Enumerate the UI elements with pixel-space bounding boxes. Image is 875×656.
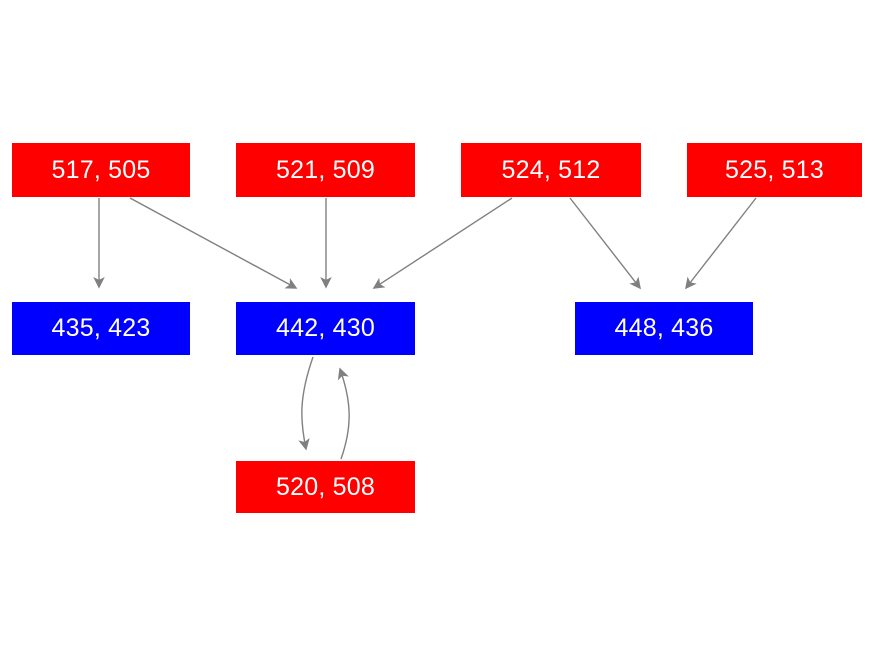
edge-517-to-442	[129, 197, 298, 289]
node-label: 520, 508	[276, 472, 375, 501]
edge-525-to-448	[685, 197, 757, 290]
node-label: 517, 505	[51, 155, 151, 184]
edge-524-to-448	[569, 197, 641, 290]
node-520-508[interactable]: 520, 508	[236, 461, 415, 513]
node-442-430[interactable]: 442, 430	[236, 302, 415, 355]
node-448-436[interactable]: 448, 436	[575, 302, 753, 355]
node-label: 448, 436	[614, 314, 714, 342]
node-435-423[interactable]: 435, 423	[12, 302, 190, 355]
edge-524-to-442	[372, 197, 513, 289]
node-517-505[interactable]: 517, 505	[12, 143, 190, 197]
node-524-512[interactable]: 524, 512	[461, 143, 641, 197]
node-521-509[interactable]: 521, 509	[236, 143, 415, 197]
node-label: 442, 430	[276, 314, 375, 342]
node-label: 435, 423	[51, 314, 151, 342]
node-525-513[interactable]: 525, 513	[687, 143, 862, 197]
edge-442-to-520	[298, 356, 314, 451]
node-label: 525, 513	[725, 155, 824, 184]
node-label: 521, 509	[276, 155, 375, 184]
edge-520-to-442	[337, 367, 350, 460]
node-label: 524, 512	[501, 155, 601, 184]
